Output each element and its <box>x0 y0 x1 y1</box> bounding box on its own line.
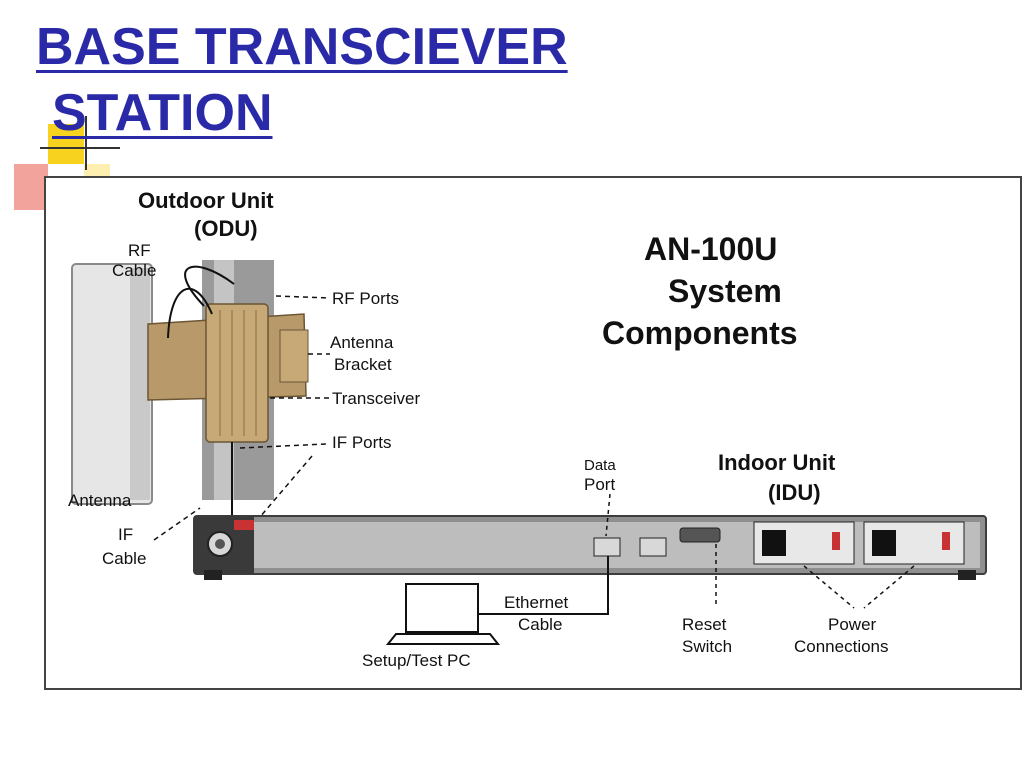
antenna-label: Antenna <box>68 491 132 510</box>
transceiver-label: Transceiver <box>332 389 421 408</box>
idu-front-panel <box>200 522 980 568</box>
heading-line-1: AN-100U <box>644 231 777 267</box>
reset-switch-label-1: Reset <box>682 615 727 634</box>
heading-line-2: System <box>668 273 782 309</box>
laptop-screen <box>405 583 479 633</box>
ethernet-cable-line <box>474 556 609 615</box>
yellow-square <box>48 124 84 164</box>
power-inlet-2 <box>872 530 896 556</box>
power-inlet-1 <box>762 530 786 556</box>
data-port-jack <box>593 537 621 557</box>
antenna-bracket-label-1: Antenna <box>330 333 394 352</box>
slide-title: BASE TRANSCIEVER STATION <box>36 14 676 146</box>
if-cable-label-1: IF <box>118 525 133 544</box>
setup-pc-label: Setup/Test PC <box>362 651 471 670</box>
rf-cable-loop <box>184 265 235 307</box>
rf-cable-label-1: RF <box>128 241 151 260</box>
rf-ports-label: RF Ports <box>332 289 399 308</box>
corner-decoration <box>14 116 120 210</box>
ethernet-cable-label-2: Cable <box>518 615 562 634</box>
if-cable-label-2: Cable <box>102 549 146 568</box>
diagram-border <box>44 176 1022 690</box>
ethernet-cable-label-1: Ethernet <box>504 593 569 612</box>
if-cable-leader <box>153 507 201 541</box>
second-port-jack <box>639 537 667 557</box>
rf-cable-line <box>167 287 213 339</box>
data-port-label-2: Port <box>584 475 615 494</box>
antenna-edge <box>130 268 150 500</box>
brand-mark <box>234 520 254 530</box>
bracket-clamp <box>279 329 309 383</box>
diagram-canvas: Outdoor Unit (ODU) AN-100U System Compon… <box>44 176 1022 690</box>
antenna-bracket-label-2: Bracket <box>334 355 392 374</box>
reset-switch-label-2: Switch <box>682 637 732 656</box>
foot-right <box>958 570 976 580</box>
red-square <box>14 164 48 210</box>
if-ports-leader-2 <box>253 455 313 525</box>
power-leader-2 <box>863 565 915 609</box>
reset-serial-port <box>679 527 721 543</box>
idu-title-line-2: (IDU) <box>768 480 821 505</box>
idu-title-line-1: Indoor Unit <box>718 450 836 475</box>
data-port-label-1: Data <box>584 457 616 474</box>
rf-ports-leader <box>275 295 331 299</box>
power-switch-2 <box>942 532 950 550</box>
power-connections-label-2: Connections <box>794 637 889 656</box>
power-switch-1 <box>832 532 840 550</box>
odu-title-line-2: (ODU) <box>194 216 258 241</box>
if-connector-core <box>215 539 225 549</box>
foot-left <box>204 570 222 580</box>
transceiver-unit <box>205 303 269 443</box>
laptop-base <box>385 633 501 645</box>
power-connections-label-1: Power <box>828 615 877 634</box>
data-port-leader <box>605 493 611 537</box>
system-diagram: Outdoor Unit (ODU) AN-100U System Compon… <box>44 164 1024 692</box>
if-ports-label: IF Ports <box>332 433 392 452</box>
power-leader-1 <box>803 565 855 609</box>
title-line-1: BASE TRANSCIEVER <box>36 18 568 76</box>
heading-line-3: Components <box>602 315 798 351</box>
rf-cable-label-2: Cable <box>112 261 156 280</box>
odu-title-line-1: Outdoor Unit <box>138 188 274 213</box>
title-line-2: STATION <box>52 84 273 142</box>
